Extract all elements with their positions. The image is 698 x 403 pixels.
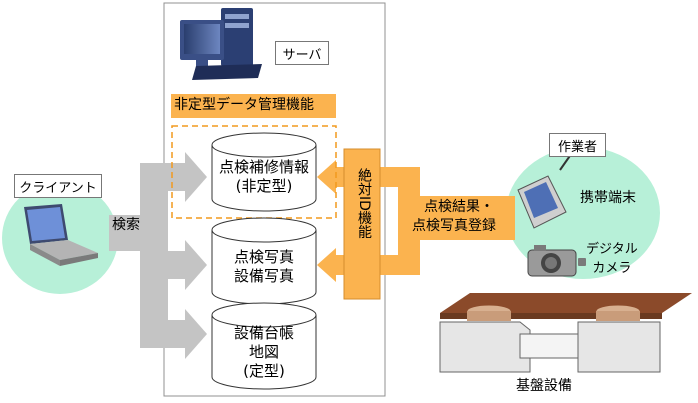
cylinder-1 — [211, 132, 317, 212]
db-ledger: 設備台帳 地図 (定型) — [212, 324, 316, 381]
cylinder-3 — [211, 302, 317, 390]
db-ledger-line3: (定型) — [243, 362, 285, 380]
infrastructure-label: 基盤設備 — [516, 378, 572, 394]
db-photos-line1: 点検写真 — [233, 248, 294, 266]
mgmt-dashed-region — [171, 125, 337, 219]
db-ledger-line2: 地図 — [248, 343, 279, 361]
pda-icon — [517, 149, 575, 229]
digital-camera-line2: カメラ — [592, 261, 632, 276]
absolute-id-label: 絶対ID機能 — [356, 168, 372, 239]
unstructured-mgmt-label: 非定型データ管理機能 — [174, 97, 314, 113]
server-label-text: サーバ — [282, 47, 322, 63]
db-photos-line2: 設備写真 — [233, 267, 294, 285]
registration-arrows — [317, 160, 515, 282]
registration-line1: 点検結果・ — [424, 199, 494, 215]
registration-line2: 点検写真登録 — [412, 218, 496, 234]
db-photos: 点検写真 設備写真 — [212, 248, 316, 286]
db-maintenance-line1: 点検補修情報 — [218, 158, 309, 176]
registration-label: 点検結果・ 点検写真登録 — [412, 198, 512, 236]
db-maintenance-info: 点検補修情報 (非定型) — [212, 158, 316, 196]
client-label: クライアント — [14, 174, 102, 198]
absolute-id-bar — [343, 148, 381, 300]
worker-label: 作業者 — [549, 133, 606, 157]
infrastructure-illustration — [439, 293, 692, 373]
mobile-terminal-label: 携帯端末 — [580, 190, 636, 206]
laptop-icon — [24, 204, 98, 266]
db-ledger-line1: 設備台帳 — [233, 324, 294, 342]
search-arrows — [109, 152, 207, 359]
search-label: 検索 — [112, 217, 140, 233]
digital-camera-label: デジタル カメラ — [586, 240, 638, 278]
worker-label-text: 作業者 — [557, 139, 597, 155]
camera-icon — [527, 245, 586, 277]
server-pc-icon — [180, 8, 262, 80]
db-maintenance-line2: (非定型) — [235, 177, 293, 195]
digital-camera-line1: デジタル — [586, 242, 638, 257]
cylinder-2 — [211, 217, 317, 305]
server-label: サーバ — [275, 41, 329, 65]
client-label-text: クライアント — [19, 180, 97, 196]
mgmt-label-bg — [171, 94, 336, 118]
